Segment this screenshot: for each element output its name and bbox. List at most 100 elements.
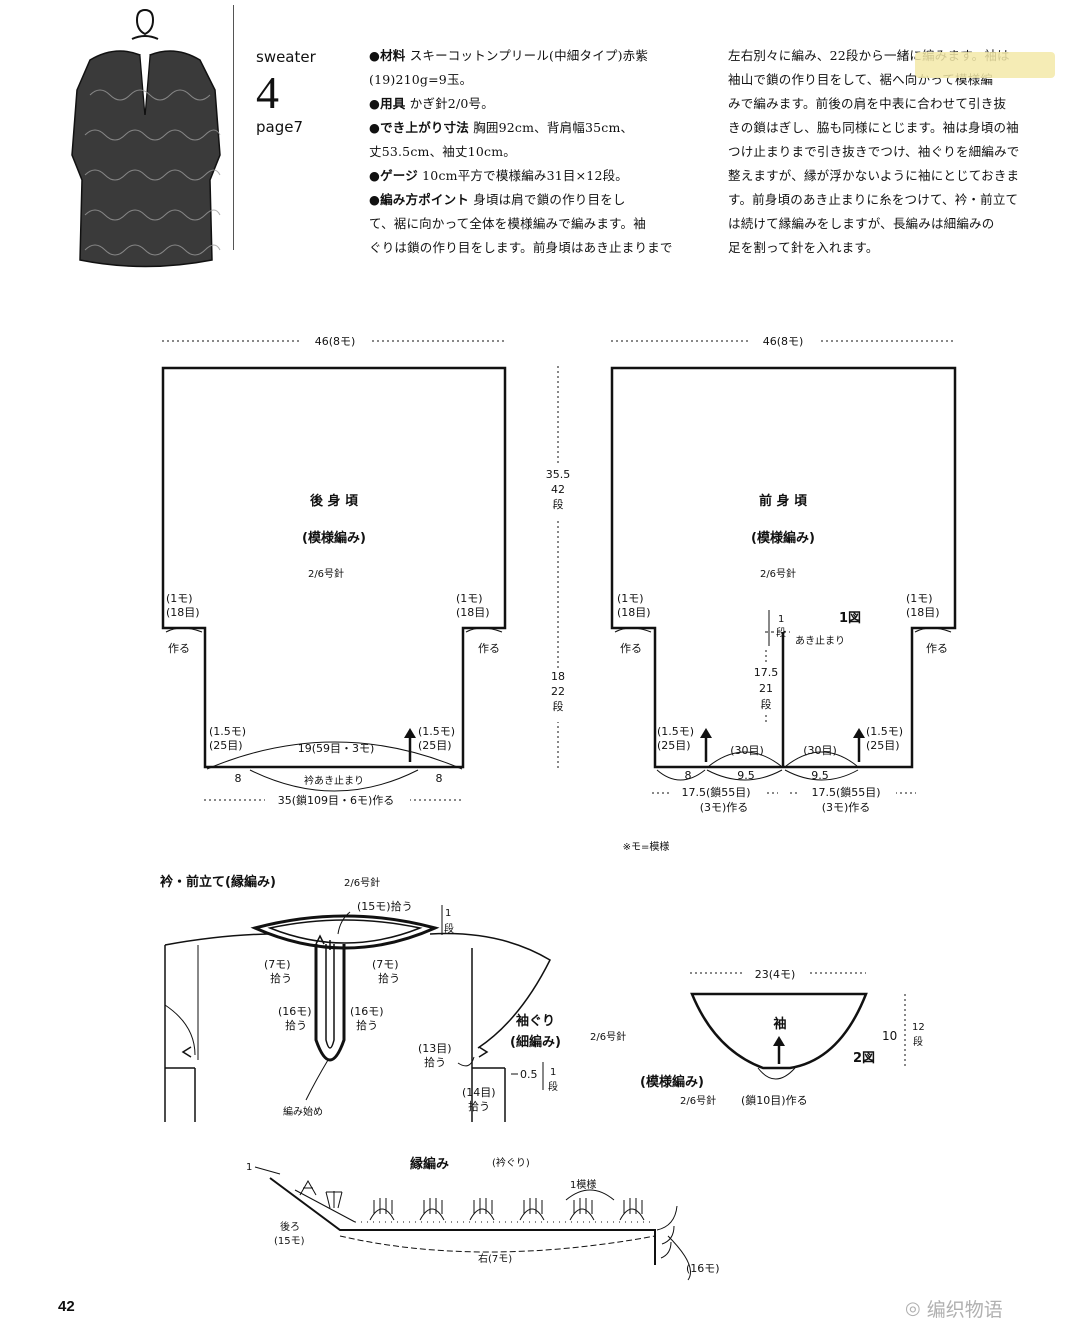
front-body-diagram: 46(8モ) 前 身 頃 (模様編み) 2/6号針 (1モ) (18目) 作る …: [610, 332, 957, 853]
front-title: 前 身 頃: [759, 493, 808, 509]
collar-start-note: 編み始め: [283, 1105, 323, 1118]
sweater-illustration: [71, 8, 221, 268]
back-right-make: 作る: [478, 642, 500, 655]
front-opening-b: 段: [776, 626, 786, 639]
collar-r16a: (16モ): [350, 1005, 384, 1018]
header-divider: [233, 5, 234, 250]
upper-dim-c: 段: [553, 497, 564, 511]
armhole-n13a: (13目): [418, 1042, 452, 1055]
tools-text: かぎ針2/0号。: [409, 96, 494, 111]
watermark-text: 编织物语: [926, 1299, 1003, 1321]
edging-back-a: 後ろ: [280, 1220, 300, 1233]
back-right-note-b: (18目): [456, 606, 490, 619]
front-low-right-b: (25目): [866, 739, 900, 752]
header-number: 4: [256, 67, 279, 118]
front-split-a: 17.5: [754, 666, 779, 679]
size-text2: 丈53.5cm、袖丈10cm。: [369, 144, 516, 159]
edging-stitches: [299, 1179, 678, 1259]
collar-l7b: 拾う: [270, 971, 292, 985]
back-subtitle: (模様編み): [302, 530, 366, 546]
lower-dim-c: 段: [553, 699, 564, 713]
armhole-title: 袖ぐり: [516, 1013, 555, 1029]
armhole-notes: 袖ぐり (細編み) 2/6号針 (13目) 拾う (14目) 拾う 0.5 1 …: [418, 1013, 626, 1113]
back-low-left-b: (25目): [209, 739, 243, 752]
edging-chart: 縁編み (衿ぐり) 1 1模様 後ろ (15モ) 右(7モ) (16モ): [246, 1156, 720, 1281]
front-fig-label: 1図: [839, 611, 861, 626]
edging-right: (16モ): [686, 1262, 720, 1275]
back-low-left-a: (1.5モ): [209, 725, 246, 738]
front-bot-right-b: (3モ)作る: [822, 801, 871, 814]
sleeve-hook: 2/6号針: [680, 1094, 716, 1107]
front-left-note-a: (1モ): [617, 592, 644, 605]
back-left-make: 作る: [168, 642, 190, 655]
materials-label: ●材料: [369, 48, 406, 63]
front-opening-a: 1: [778, 614, 784, 625]
back-left-note-b: (18目): [166, 606, 200, 619]
collar-row1a: 1: [445, 908, 451, 919]
collar-r16b: 拾う: [356, 1018, 378, 1032]
back-right-note-a: (1モ): [456, 592, 483, 605]
collar-row1b: 段: [444, 922, 454, 935]
front-opening-note: あき止まり: [795, 635, 845, 647]
front-top-width: 46(8モ): [763, 335, 804, 348]
back-hook: 2/6号針: [308, 567, 344, 580]
front-w95a: 9.5: [737, 769, 755, 782]
edging-back-b: (15モ): [274, 1236, 305, 1247]
front-low-right-a: (1.5モ): [866, 725, 903, 738]
instructions-right: 左右別々に編み、22段から一緒に編みます。袖は 袖山で鎖の作り目をして、裾へ向か…: [728, 44, 1073, 260]
sweater-photo: [60, 5, 230, 270]
instructions-left: ●材料 スキーコットンプリール(中細タイプ)赤紫 (19)210g=9玉。 ●用…: [369, 44, 709, 260]
sleeve-top-width: 23(4モ): [755, 968, 796, 981]
gauge-label: ●ゲージ: [369, 168, 418, 183]
front-mid-left: (30目): [730, 744, 764, 757]
front-right-note-b: (18目): [906, 606, 940, 619]
armhole-rows: 0.5: [520, 1068, 538, 1081]
back-left-8: 8: [235, 772, 242, 785]
collar-diagram: 衿・前立て(縁編み) 2/6号針 (15モ)拾う 1 段 (7モ) 拾う (7モ…: [160, 874, 551, 1122]
edging-side: 右(7モ): [478, 1252, 512, 1265]
front-left-note-b: (18目): [617, 606, 651, 619]
sleeve-make: (鎖10目)作る: [741, 1093, 808, 1107]
upper-dim-a: 35.5: [546, 468, 571, 481]
watermark: ◎ 编织物语: [905, 1295, 1003, 1322]
center-dimension: 35.5 42 段 18 22 段: [540, 366, 574, 770]
armhole-n13b: 拾う: [424, 1055, 446, 1069]
point-text3: ぐりは鎖の作り目をします。前身頃はあき止まりまで: [369, 240, 673, 255]
materials-text: スキーコットンプリール(中細タイプ)赤紫: [409, 48, 649, 63]
armhole-n14a: (14目): [462, 1086, 496, 1099]
wechat-icon: ◎: [905, 1297, 921, 1319]
armhole-n14b: 拾う: [468, 1099, 490, 1113]
right-line: は続けて縁編みをしますが、長編みは細編みの: [728, 216, 995, 231]
header-label: sweater: [256, 48, 316, 66]
armhole-hook: 2/6号針: [590, 1030, 626, 1043]
size-label: ●でき上がり寸法: [369, 120, 470, 135]
sleeve-diagram: 23(4モ) 袖 2図 10 12 段 (模様編み) 2/6号針 (鎖10目)作…: [640, 965, 925, 1107]
right-line: 足を割って針を入れます。: [728, 240, 879, 255]
front-bot-left-b: (3モ)作る: [700, 801, 749, 814]
front-right-make: 作る: [926, 642, 948, 655]
collar-l16b: 拾う: [285, 1018, 307, 1032]
back-neck-note: 衿あき止まり: [304, 774, 364, 787]
back-top-width: 46(8モ): [315, 335, 356, 348]
lower-dim-b: 22: [551, 685, 565, 698]
point-text: 身頃は肩で鎖の作り目をし: [473, 192, 626, 207]
back-bottom-width: 35(鎖109目・6モ)作る: [278, 793, 395, 807]
right-line: みで編みます。前後の肩を中表に合わせて引き抜: [728, 96, 1007, 111]
right-line: す。前身頃のあき止まりに糸をつけて、衿・前立て: [728, 192, 1019, 207]
front-hook: 2/6号針: [760, 567, 796, 580]
edging-title: 縁編み: [410, 1156, 449, 1172]
collar-l7a: (7モ): [264, 958, 291, 971]
front-split-c: 段: [761, 697, 772, 711]
armhole-rows-c: 段: [548, 1080, 558, 1093]
back-body-diagram: 46(8モ) 後 身 頃 (模様編み) 2/6号針 (1モ) (18目) 作る …: [161, 332, 507, 808]
front-low-left-a: (1.5モ): [657, 725, 694, 738]
collar-r7a: (7モ): [372, 958, 399, 971]
collar-r7b: 拾う: [378, 971, 400, 985]
sleeve-fig-label: 2図: [853, 1051, 875, 1066]
front-subtitle: (模様編み): [751, 530, 815, 546]
back-left-note-a: (1モ): [166, 592, 193, 605]
sleeve-height-c: 段: [913, 1035, 923, 1048]
edging-repeat: 1模様: [570, 1178, 596, 1191]
collar-l16a: (16モ): [278, 1005, 312, 1018]
